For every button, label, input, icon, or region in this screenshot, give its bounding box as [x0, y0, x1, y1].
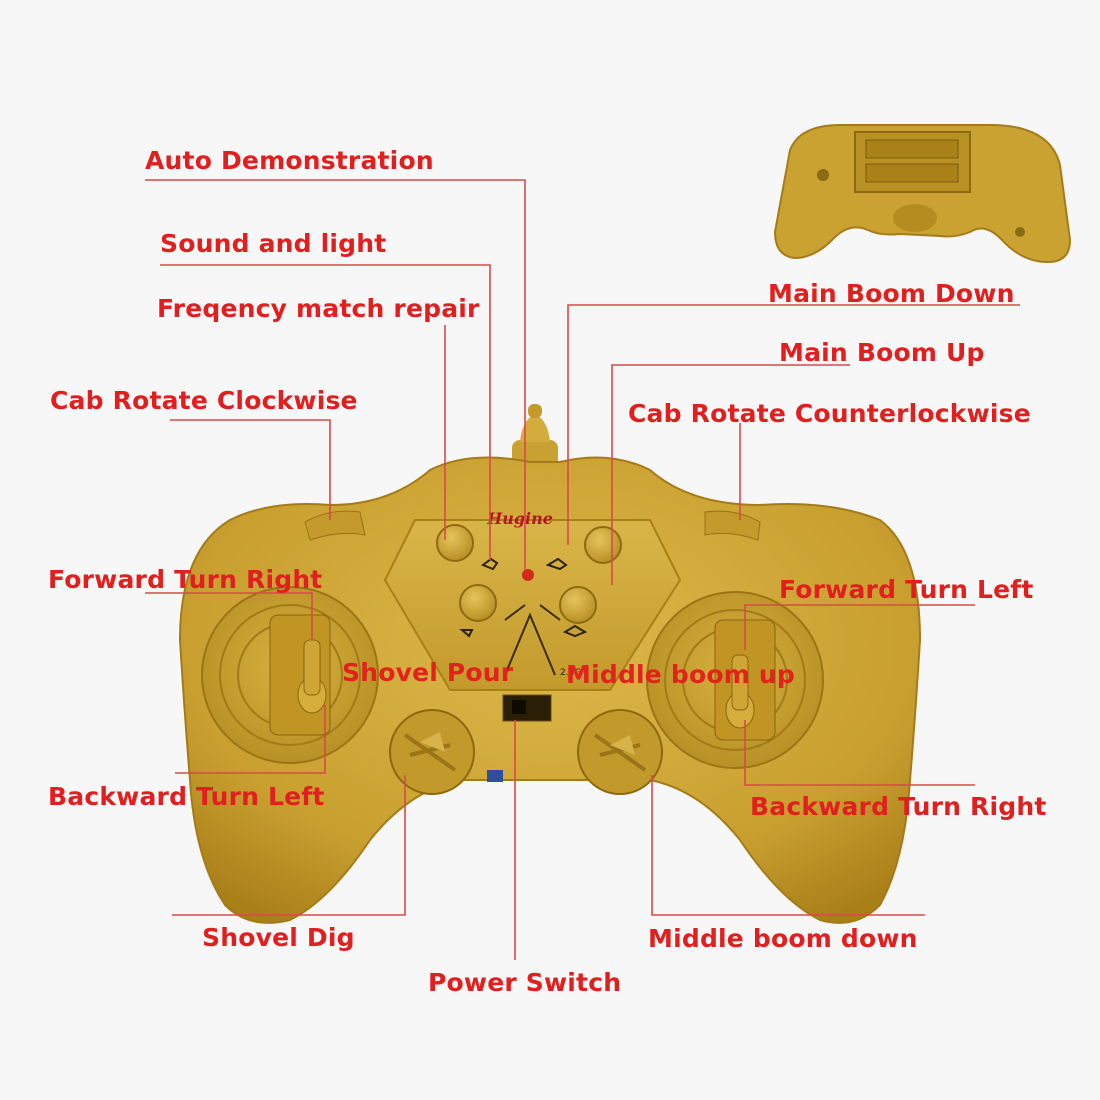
controller-back-view [773, 124, 1072, 264]
main-boom-down-button[interactable] [584, 526, 622, 564]
right-joystick[interactable] [646, 591, 824, 769]
frequency-mark: 2.4G [560, 668, 581, 678]
joystick-icon [725, 654, 755, 729]
label-power-switch: Power Switch [428, 968, 622, 997]
auto-demo-button[interactable] [436, 524, 474, 562]
label-main-boom-up: Main Boom Up [779, 338, 985, 367]
label-forward-turn-left: Forward Turn Left [779, 575, 1034, 604]
label-middle-boom-down: Middle boom down [648, 924, 918, 953]
battery-compartment-icon [854, 131, 971, 193]
label-main-boom-down: Main Boom Down [768, 279, 1015, 308]
label-middle-boom-up: Middle boom up [566, 660, 795, 689]
indicator-led-icon [522, 569, 534, 581]
label-cab-rotate-clockwise: Cab Rotate Clockwise [50, 386, 358, 415]
thumb-dial-icon [593, 733, 647, 772]
label-auto-demonstration: Auto Demonstration [145, 146, 434, 175]
excavator-glyph-icons [459, 557, 588, 638]
controller-body: Hugine 2.4G [178, 404, 922, 924]
label-backward-turn-left: Backward Turn Left [48, 782, 325, 811]
label-shovel-pour: Shovel Pour [342, 658, 514, 687]
label-forward-turn-right: Forward Turn Right [48, 565, 323, 594]
right-thumb-dial[interactable] [577, 709, 663, 795]
thumb-dial-icon [403, 732, 457, 772]
leader-lines [145, 179, 1020, 960]
label-sound-and-light: Sound and light [160, 229, 387, 258]
joystick-icon [297, 639, 327, 714]
label-cab-rotate-counterclockwise: Cab Rotate Counterlockwise [628, 399, 1031, 428]
main-boom-up-button[interactable] [559, 586, 597, 624]
left-thumb-dial[interactable] [389, 709, 475, 795]
left-joystick[interactable] [201, 586, 379, 764]
power-switch-icon[interactable] [502, 694, 552, 722]
label-frequency-match-repair: Freqency match repair [157, 294, 480, 323]
brand-logo: Hugine [486, 509, 553, 528]
label-backward-turn-right: Backward Turn Right [750, 792, 1047, 821]
sound-light-button[interactable] [459, 584, 497, 622]
label-shovel-dig: Shovel Dig [202, 923, 355, 952]
